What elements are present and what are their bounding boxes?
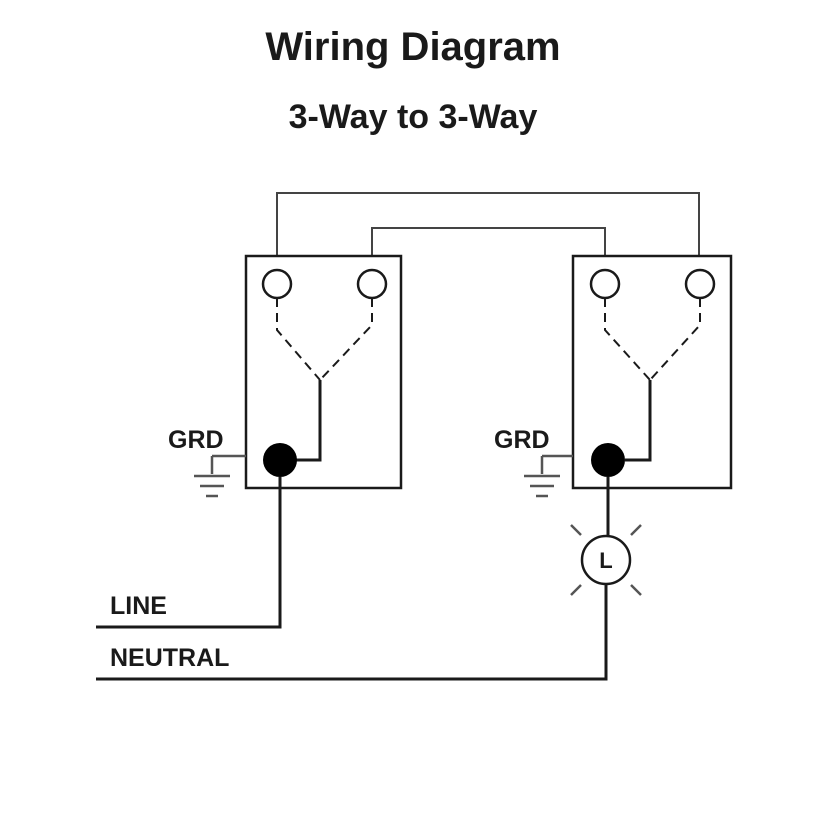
- line-wire: [96, 477, 282, 629]
- switch-right-common-terminal: [591, 443, 625, 477]
- diagram-subtitle: 3-Way to 3-Way: [289, 98, 538, 136]
- switch-left-ground-label: GRD: [168, 426, 224, 454]
- switch-left-contact-path-2: [319, 298, 373, 381]
- switch-right-traveler-terminal-2: [684, 268, 716, 300]
- traveler-wire-inner: [371, 227, 606, 268]
- neutral-label: NEUTRAL: [110, 644, 229, 672]
- line-label: LINE: [110, 592, 167, 620]
- switch-left: [244, 254, 403, 490]
- neutral-wire: [96, 584, 608, 681]
- switch-right: [571, 254, 733, 490]
- traveler-wire-outer: [276, 192, 700, 268]
- lamp-ray: [630, 524, 642, 536]
- lamp-letter: L: [599, 548, 612, 573]
- switch-right-traveler-terminal-1: [589, 268, 621, 300]
- switch-right-contact-path-1: [604, 298, 651, 381]
- lamp-ray: [570, 584, 582, 596]
- switch-right-contact-path-2: [649, 298, 701, 381]
- lamp-ray: [630, 584, 642, 596]
- lamp: L: [570, 524, 642, 596]
- lamp-ray: [570, 524, 582, 536]
- switch-right-ground-label: GRD: [494, 426, 550, 454]
- switch-left-ground: GRD: [168, 426, 246, 498]
- switch-left-traveler-terminal-2: [356, 268, 388, 300]
- diagram-title: Wiring Diagram: [265, 25, 560, 69]
- switch-left-contact-path-1: [276, 298, 321, 381]
- switch-left-common-terminal: [263, 443, 297, 477]
- switch-left-traveler-terminal-1: [261, 268, 293, 300]
- switch-left-common-link: [296, 380, 322, 462]
- switch-right-ground: GRD: [494, 426, 573, 498]
- switch-right-common-link: [625, 380, 652, 462]
